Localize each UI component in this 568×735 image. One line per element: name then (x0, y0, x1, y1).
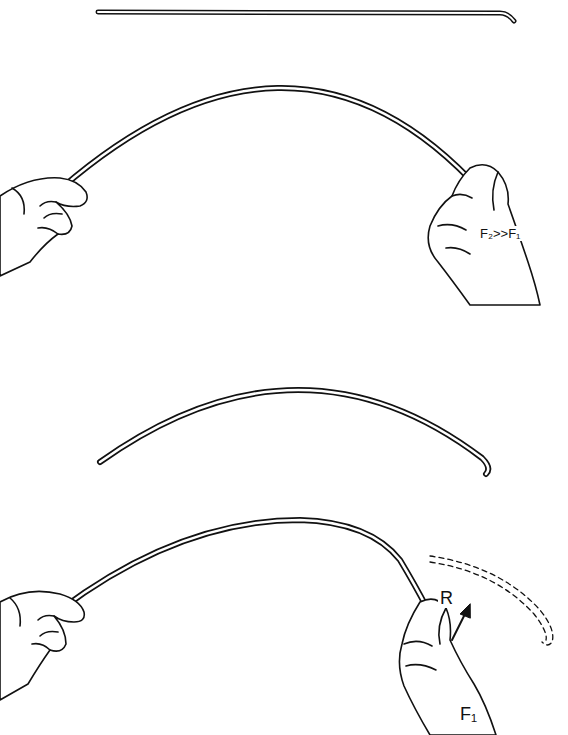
right-hand (399, 599, 496, 735)
curved-wire (100, 390, 488, 474)
right-hand (428, 165, 540, 305)
straight-wire (98, 12, 514, 21)
force-label: F₁ (458, 704, 479, 724)
left-hand (0, 178, 87, 276)
force-label: F₂>>F₁ (478, 226, 523, 241)
radius-label: R (438, 588, 455, 608)
bent-wire (60, 520, 448, 652)
arched-wire (48, 88, 482, 200)
force-arrow (452, 604, 470, 640)
left-hand (0, 591, 84, 700)
